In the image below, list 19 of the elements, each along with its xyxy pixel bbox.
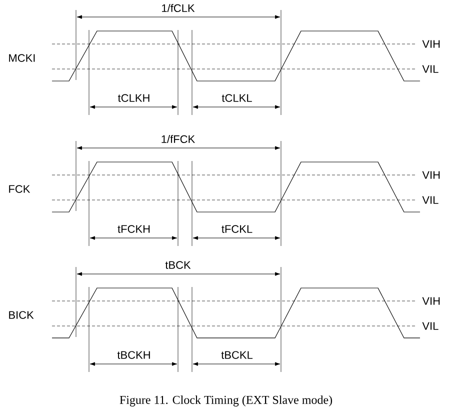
signal-name: MCKI — [9, 54, 35, 62]
signal-name: BICK — [9, 311, 34, 319]
dimension-label: tBCKL — [221, 351, 253, 359]
threshold-label: VIL — [422, 65, 438, 73]
threshold-label: VIL — [422, 322, 438, 330]
dimension-label: tBCKH — [117, 351, 150, 359]
dimension-label: tCLKL — [222, 94, 252, 102]
dimension-label: 1/fFCK — [162, 134, 195, 144]
dimension-label: tFCKL — [222, 225, 252, 233]
signal-name: FCK — [9, 185, 30, 193]
threshold-label: VIH — [422, 297, 440, 305]
dimension-label: tCLKH — [118, 94, 150, 102]
dimension-label: tFCKH — [118, 225, 150, 233]
dimension-label: tBCK — [165, 261, 191, 269]
dimension-label: 1/fCLK — [162, 4, 195, 12]
threshold-label: VIL — [422, 196, 438, 204]
caption: Figure 11. Clock Timing (EXT Slave mode) — [120, 396, 332, 406]
threshold-label: VIH — [422, 171, 440, 179]
threshold-label: VIH — [422, 40, 440, 48]
